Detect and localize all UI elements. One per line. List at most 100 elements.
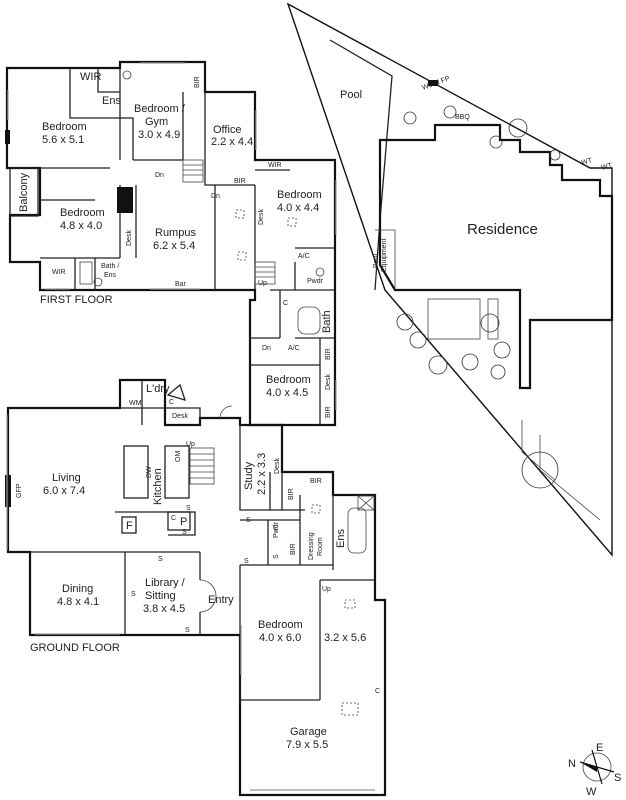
- bedroom1-name: Bedroom: [42, 121, 87, 133]
- bir-top-label: BIR: [194, 76, 201, 88]
- ac2-label: A/C: [288, 345, 300, 352]
- pwdr-label: Pwdr: [273, 521, 280, 538]
- bir-s3-label: BIR: [290, 543, 297, 555]
- bedroom-gym-line2: Gym: [145, 116, 168, 128]
- f-label: F: [126, 520, 133, 532]
- kitchen-label: Kitchen: [152, 468, 164, 505]
- dining-dims: 4.8 x 4.1: [57, 596, 99, 608]
- bedroom2-dims: 4.8 x 4.0: [60, 220, 102, 232]
- rumpus-dims: 6.2 x 5.4: [153, 240, 195, 252]
- living-dims: 6.0 x 7.4: [43, 485, 85, 497]
- c-pwdr-label: C: [273, 525, 278, 532]
- bir-s1-label: BIR: [288, 488, 295, 500]
- bar-label: Bar: [175, 281, 187, 288]
- c1-label: C: [283, 300, 288, 307]
- wir1-label: WIR: [80, 71, 101, 83]
- site-plan: [286, 2, 614, 557]
- s-lib2-label: S: [131, 591, 136, 598]
- s-lib3-label: S: [185, 627, 190, 634]
- pool-equipment-line1: Pool: [373, 254, 380, 268]
- compass-n: N: [568, 758, 576, 770]
- ground-floor: [5, 378, 387, 797]
- dn2-label: Dn: [211, 193, 220, 200]
- bedroom4-name: Bedroom: [266, 374, 311, 386]
- up-stair-label: Up: [186, 441, 195, 448]
- dressing-line2: Room: [317, 537, 324, 556]
- c-garage-label: C: [375, 688, 380, 695]
- wt2-label: WT: [601, 162, 614, 172]
- entry-label: Entry: [208, 594, 234, 606]
- first-floor-caption: FIRST FLOOR: [40, 294, 113, 306]
- compass-s: S: [614, 772, 621, 784]
- compass-w: W: [586, 786, 597, 798]
- c-ldry-label: C: [169, 399, 174, 406]
- bath-ens-line2: Ens: [104, 272, 117, 279]
- pool-equipment-line2: Equipment: [381, 238, 388, 272]
- store-dims: 3.2 x 5.6: [324, 632, 366, 644]
- bir-s2-label: BIR: [310, 478, 322, 485]
- bir-office-label: BIR: [234, 178, 246, 185]
- gfp-label: GFP: [16, 483, 23, 498]
- up1-label: Up: [258, 280, 267, 287]
- bedroom-gf-name: Bedroom: [258, 619, 303, 631]
- library-line1: Library /: [145, 577, 186, 589]
- bir-r2-label: BIR: [325, 406, 332, 418]
- up-ens-label: Up: [322, 586, 331, 593]
- compass-e: E: [596, 742, 603, 754]
- desk-study-label: Desk: [274, 458, 281, 474]
- desk-ldry-label: Desk: [172, 413, 188, 420]
- p-label: P: [180, 516, 187, 528]
- ldry-label: L'dry: [146, 383, 170, 395]
- s-entry-label: S: [244, 558, 249, 565]
- garage-name: Garage: [290, 726, 327, 738]
- pwdr1-label: Pwdr: [307, 278, 324, 285]
- study-dims: 2.2 x 3.3: [256, 453, 268, 495]
- desk1-label: Desk: [126, 230, 133, 246]
- bedroom2-name: Bedroom: [60, 207, 105, 219]
- garage-dims: 7.9 x 5.5: [286, 739, 328, 751]
- wir3-label: WIR: [52, 269, 66, 276]
- pool-label: Pool: [340, 89, 362, 101]
- bedroom1-dims: 5.6 x 5.1: [42, 134, 84, 146]
- bedroom3-dims: 4.0 x 4.4: [277, 202, 319, 214]
- s-study-label: S: [246, 517, 251, 524]
- dn3-label: Dn: [262, 345, 271, 352]
- ens-label: Ens: [335, 529, 347, 548]
- wt1-label: WT: [581, 157, 594, 167]
- c-kit-label: C: [171, 515, 176, 522]
- office-name: Office: [213, 124, 242, 136]
- bedroom4-dims: 4.0 x 4.5: [266, 387, 308, 399]
- library-line2: Sitting: [145, 590, 176, 602]
- residence-label: Residence: [467, 221, 538, 238]
- bath-ens-line1: Bath /: [101, 263, 119, 270]
- wm-label: WM: [129, 400, 142, 407]
- first-floor: [5, 60, 337, 427]
- s-pwdr-label: S: [273, 554, 280, 559]
- desk3-label: Desk: [325, 374, 332, 390]
- bedroom3-name: Bedroom: [277, 189, 322, 201]
- wood-fp-label: Wood FP: [421, 75, 451, 92]
- dw-label: DW: [146, 466, 153, 478]
- living-name: Living: [52, 472, 81, 484]
- balcony-label: Balcony: [18, 172, 30, 212]
- bath2-label: Bath: [321, 310, 333, 333]
- bbq-label: BBQ: [455, 114, 470, 121]
- s1-label: S: [186, 505, 191, 512]
- library-dims: 3.8 x 4.5: [143, 603, 185, 615]
- s2-label: S: [182, 529, 187, 536]
- bedroom-gym-line1: Bedroom /: [134, 103, 186, 115]
- study-name: Study: [243, 461, 255, 490]
- compass-rose: [579, 749, 615, 785]
- desk2-label: Desk: [258, 209, 265, 225]
- bedroom-gf-dims: 4.0 x 6.0: [259, 632, 301, 644]
- ens1-label: Ens: [102, 95, 121, 107]
- dining-name: Dining: [62, 583, 93, 595]
- dressing-line1: Dressing: [308, 532, 315, 560]
- bir-r1-label: BIR: [325, 348, 332, 360]
- rumpus-name: Rumpus: [155, 227, 196, 239]
- bedroom-gym-dims: 3.0 x 4.9: [138, 129, 180, 141]
- om-label: OM: [175, 451, 182, 462]
- office-dims: 2.2 x 4.4: [211, 136, 253, 148]
- ground-floor-caption: GROUND FLOOR: [30, 642, 120, 654]
